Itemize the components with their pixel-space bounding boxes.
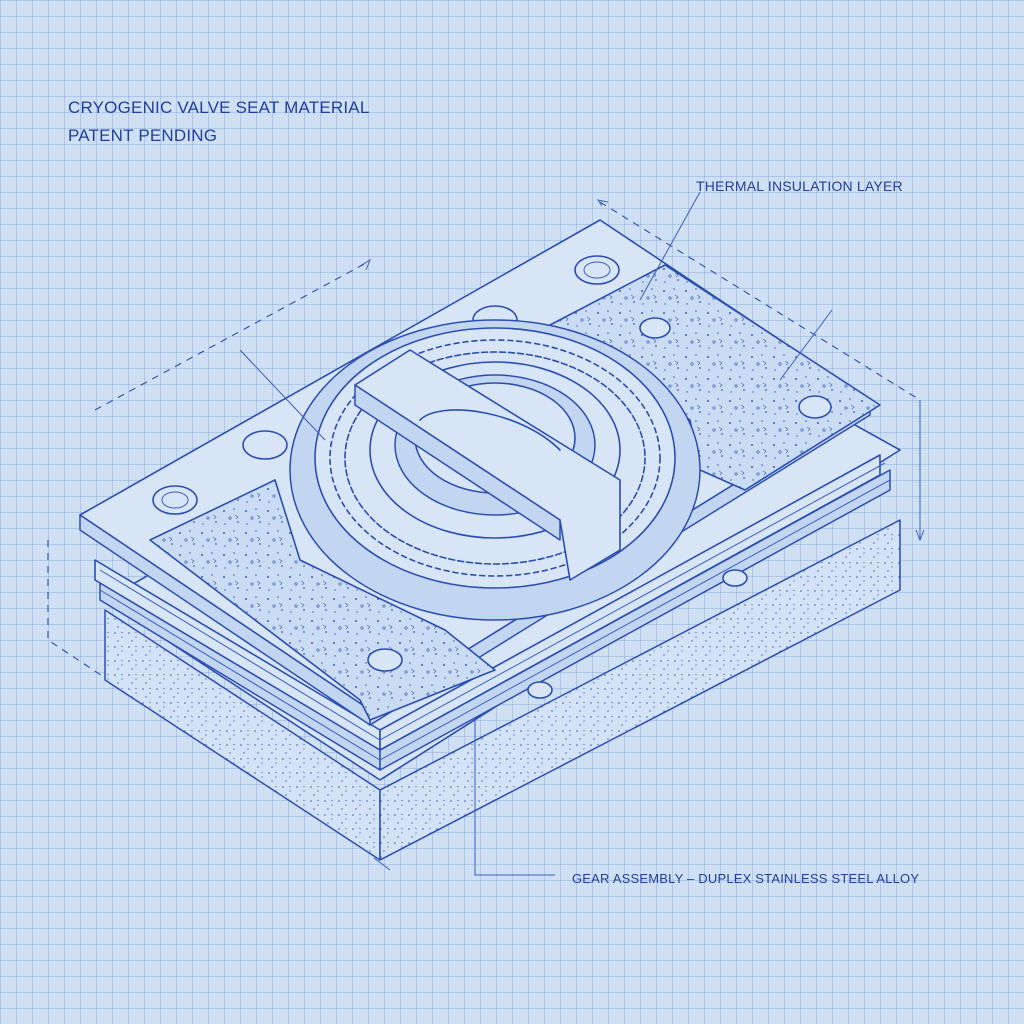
callout-gear-assembly: GEAR ASSEMBLY – DUPLEX STAINLESS STEEL A… — [572, 871, 920, 886]
patent-status: PATENT PENDING — [68, 126, 218, 145]
valve-seat-crossbar — [354, 349, 621, 581]
thermal-insulation-panel-right — [549, 264, 881, 491]
thermal-insulation-panel-left — [149, 479, 496, 721]
drawing-title: CRYOGENIC VALVE SEAT MATERIAL — [68, 98, 370, 117]
layer-stack — [94, 454, 891, 771]
title-block: CRYOGENIC VALVE SEAT MATERIAL PATENT PEN… — [68, 94, 370, 150]
callout-thermal-insulation-layer: THERMAL INSULATION LAYER — [696, 178, 903, 194]
leader-lines — [239, 191, 833, 876]
